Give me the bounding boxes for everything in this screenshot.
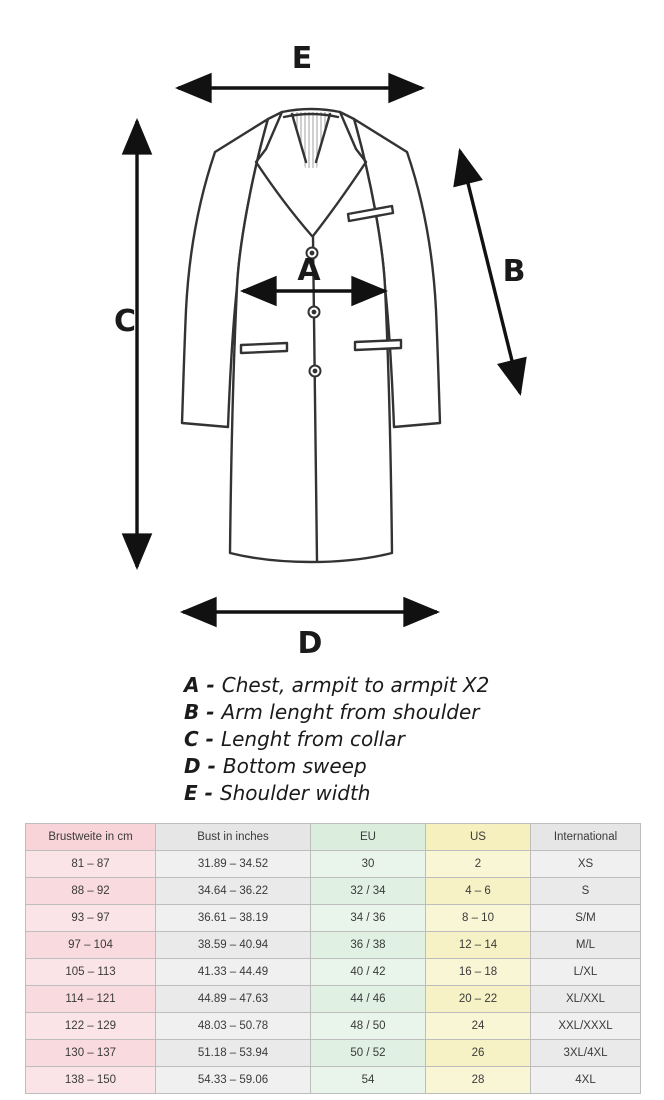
table-cell: XXL/XXXL [530, 1012, 641, 1040]
legend-item: A -Chest, armpit to armpit X2 [184, 672, 664, 699]
table-cell: M/L [530, 931, 641, 959]
measure-legend: A -Chest, armpit to armpit X2 B -Arm len… [184, 672, 664, 807]
legend-item: D -Bottom sweep [184, 753, 664, 780]
table-cell: 20 – 22 [425, 985, 531, 1013]
right-side-pocket [353, 338, 403, 352]
table-cell: 97 – 104 [25, 931, 156, 959]
table-cell: 34.64 – 36.22 [155, 877, 311, 905]
label-d: D [298, 626, 323, 660]
table-cell: 48 / 50 [310, 1012, 426, 1040]
table-header-cell: US [425, 823, 531, 851]
table-cell: 4 – 6 [425, 877, 531, 905]
buttons [305, 246, 322, 378]
legend-item: E -Shoulder width [184, 780, 664, 807]
table-header-cell: Bust in inches [155, 823, 311, 851]
legend-text: Arm lenght from shoulder [221, 700, 480, 724]
table-cell: 36.61 – 38.19 [155, 904, 311, 932]
measurement-arrows [121, 72, 527, 628]
table-cell: 8 – 10 [425, 904, 531, 932]
table-cell: 138 – 150 [25, 1066, 156, 1094]
legend-key: E - [184, 781, 213, 805]
table-cell: 88 – 92 [25, 877, 156, 905]
coat-drawing [180, 107, 442, 564]
table-cell: 28 [425, 1066, 531, 1094]
table-header-cell: Brustweite in cm [25, 823, 156, 851]
table-cell: S/M [530, 904, 641, 932]
table-cell: 31.89 – 34.52 [155, 850, 311, 878]
table-cell: XS [530, 850, 641, 878]
table-cell: 34 / 36 [310, 904, 426, 932]
legend-text: Shoulder width [219, 781, 371, 805]
label-e: E [292, 41, 313, 76]
table-cell: 4XL [530, 1066, 641, 1094]
table-cell: 41.33 – 44.49 [155, 958, 311, 986]
table-cell: 32 / 34 [310, 877, 426, 905]
table-cell: S [530, 877, 641, 905]
table-cell: 36 / 38 [310, 931, 426, 959]
table-cell: 105 – 113 [25, 958, 156, 986]
table-cell: 93 – 97 [25, 904, 156, 932]
table-cell: 44.89 – 47.63 [155, 985, 311, 1013]
left-side-pocket [239, 341, 289, 355]
table-cell: 48.03 – 50.78 [155, 1012, 311, 1040]
breast-pocket [346, 204, 395, 223]
legend-text: Bottom sweep [222, 754, 367, 778]
table-header-cell: EU [310, 823, 426, 851]
table-cell: 3XL/4XL [530, 1039, 641, 1067]
label-a: A [297, 253, 321, 288]
table-cell: 81 – 87 [25, 850, 156, 878]
table-cell: 40 / 42 [310, 958, 426, 986]
legend-item: C -Lenght from collar [184, 726, 664, 753]
label-c: C [114, 304, 136, 339]
legend-item: B -Arm lenght from shoulder [184, 699, 664, 726]
table-cell: 122 – 129 [25, 1012, 156, 1040]
coat-body [228, 107, 394, 564]
table-cell: 26 [425, 1039, 531, 1067]
coat-size-svg: E C B A D [114, 41, 527, 661]
table-cell: 38.59 – 40.94 [155, 931, 311, 959]
table-cell: 114 – 121 [25, 985, 156, 1013]
table-cell: 12 – 14 [425, 931, 531, 959]
legend-text: Chest, armpit to armpit X2 [221, 673, 490, 697]
table-cell: 54 [310, 1066, 426, 1094]
coat-diagram: E C B A D [114, 41, 527, 661]
legend-text: Lenght from collar [220, 727, 405, 751]
table-cell: 30 [310, 850, 426, 878]
table-cell: 50 / 52 [310, 1039, 426, 1067]
legend-key: A - [184, 673, 215, 697]
table-header-cell: International [530, 823, 641, 851]
legend-key: D - [184, 754, 216, 778]
label-b: B [503, 254, 526, 289]
table-cell: 24 [425, 1012, 531, 1040]
table-cell: L/XL [530, 958, 641, 986]
table-cell: 130 – 137 [25, 1039, 156, 1067]
legend-key: C - [184, 727, 214, 751]
table-cell: 2 [425, 850, 531, 878]
table-cell: XL/XXL [530, 985, 641, 1013]
table-cell: 44 / 46 [310, 985, 426, 1013]
table-cell: 51.18 – 53.94 [155, 1039, 311, 1067]
legend-key: B - [184, 700, 215, 724]
table-cell: 16 – 18 [425, 958, 531, 986]
arrow-b [453, 148, 527, 396]
table-cell: 54.33 – 59.06 [155, 1066, 311, 1094]
